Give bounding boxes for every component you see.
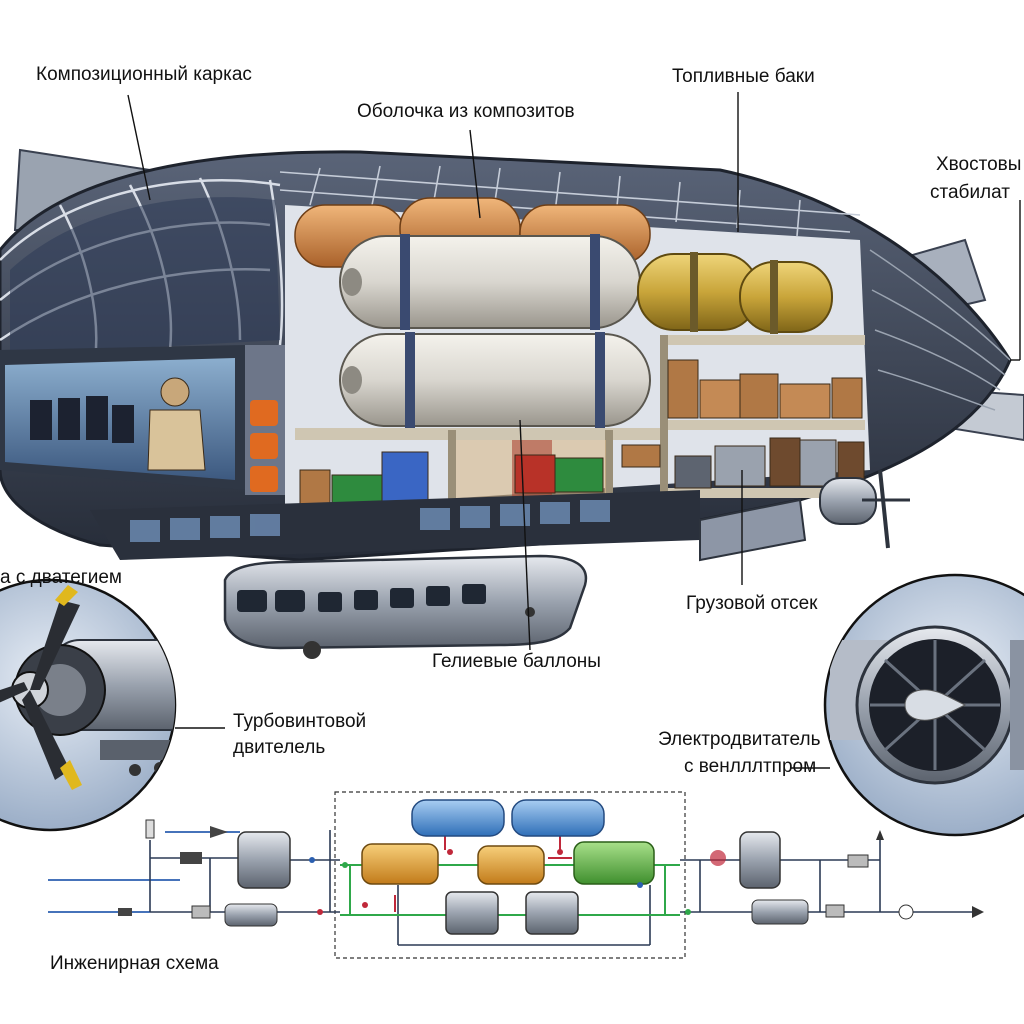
- schematic-valve: [847, 854, 869, 868]
- label-electric-motor-line2: с венлллтпром: [684, 756, 817, 777]
- cockpit: [0, 345, 285, 495]
- schematic-valve: [191, 905, 211, 919]
- schematic-motor: [573, 841, 655, 885]
- pilot-figure: [147, 377, 206, 471]
- label-engine-partial: а с дватегием: [0, 567, 122, 588]
- schematic-engine-right: [739, 831, 781, 889]
- helium-tank-lower: [339, 332, 651, 428]
- schematic-tank: [511, 799, 605, 837]
- label-composite-shell: Оболочка из композитов: [357, 101, 575, 122]
- label-helium-cells: Гелиевые баллоны: [432, 651, 601, 672]
- schematic-arrow: [210, 826, 228, 838]
- schematic-dashed-frame: [334, 791, 686, 959]
- schematic-motor: [361, 843, 439, 885]
- leader-lines: [127, 92, 1021, 769]
- schematic-flow-markers: [309, 849, 691, 915]
- schematic-arrow: [972, 906, 984, 918]
- turboprop-detail-circle: [0, 578, 177, 832]
- schematic-unit: [525, 891, 579, 935]
- schematic-gauge: [898, 904, 914, 920]
- schematic-sensor: [145, 819, 155, 839]
- schematic-tank: [411, 799, 505, 837]
- schematic-valve: [825, 904, 845, 918]
- passenger-seats: [30, 396, 134, 443]
- label-tail-stabilizer-line2: стабилат: [930, 182, 1010, 203]
- airship: [0, 148, 1024, 659]
- gondola: [223, 554, 588, 659]
- schematic-valve: [180, 852, 202, 864]
- engineering-schematic: [48, 791, 984, 959]
- lower-deck: [90, 490, 700, 560]
- cargo-crates: [299, 359, 865, 506]
- schematic-arrow: [876, 830, 884, 840]
- label-fuel-tanks: Топливные баки: [672, 66, 815, 87]
- helium-tank-upper: [339, 234, 641, 330]
- label-tail-stabilizer-line1: Хвостовы: [936, 154, 1022, 175]
- fuel-tanks: [637, 252, 833, 334]
- electric-fan-detail-circle: [823, 573, 1024, 837]
- label-cargo-bay: Грузовой отсек: [686, 593, 818, 614]
- indicator-light: [250, 466, 278, 492]
- label-electric-motor-line1: Электродвитатель: [658, 729, 821, 750]
- rear-fin-lower: [699, 498, 807, 562]
- label-composite-frame: Композиционный каркас: [36, 64, 252, 85]
- label-turboprop-line2: двителель: [233, 737, 326, 758]
- rear-electric-engine: [819, 469, 910, 549]
- indicator-light: [250, 433, 278, 459]
- schematic-valve: [118, 908, 132, 916]
- schematic-filter: [751, 899, 809, 925]
- schematic-engine-left: [237, 831, 291, 889]
- schematic-unit: [445, 891, 499, 935]
- schematic-filter: [224, 903, 278, 927]
- label-turboprop-line1: Турбовинтовой: [233, 711, 367, 732]
- label-engineering-schematic: Инженирная схема: [50, 953, 219, 974]
- indicator-light: [250, 400, 278, 426]
- front-dome-glazing: [10, 197, 280, 355]
- rear-hull-panels: [869, 249, 1011, 411]
- schematic-motor: [477, 845, 545, 885]
